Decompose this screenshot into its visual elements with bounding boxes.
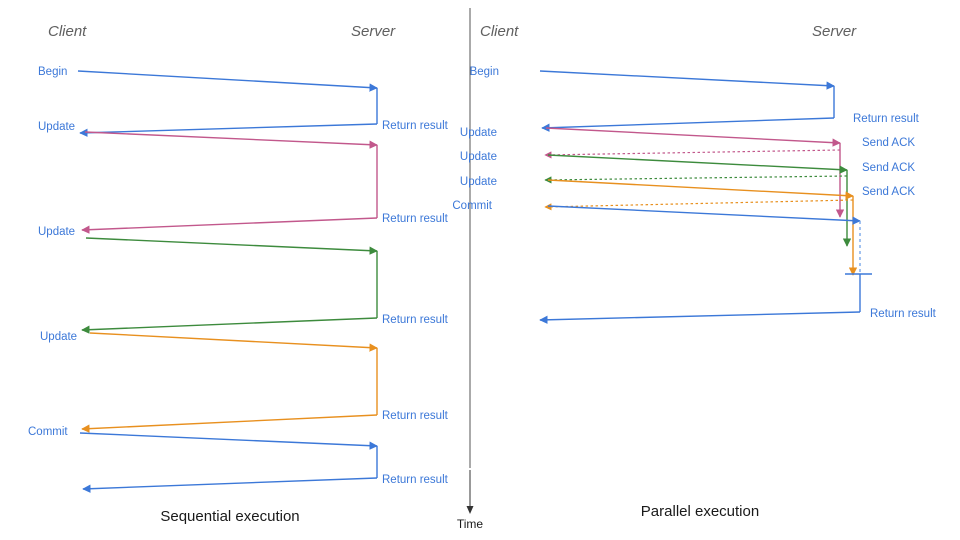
begin-flow [539,70,835,132]
response-arrow [79,123,378,137]
right-client-label-3: Update [460,176,497,188]
request-arrow [545,127,841,147]
commit-flow [539,205,872,325]
right-server-label-4: Return result [870,308,937,320]
request-arrow [547,205,861,225]
response-arrow [82,477,378,493]
left-server-label-0: Return result [382,120,449,132]
right-client-header: Client [480,23,519,40]
ack-arrow [544,199,854,211]
begin-flow [77,70,378,137]
left-client-label-3: Update [40,331,77,343]
left-client-label-2: Update [38,226,75,238]
time-axis: Time [457,470,484,531]
right-client-label-0: Begin [470,66,499,78]
right-flows-group [539,70,872,325]
response-arrow [81,317,378,334]
ack-arrow [544,149,841,159]
left-server-label-1: Return result [382,213,449,225]
left-server-label-3: Return result [382,410,449,422]
commit-flow [79,432,378,493]
right-client-label-2: Update [460,151,497,163]
right-server-label-1: Send ACK [862,137,915,149]
update-2-flow [544,154,852,247]
time-axis-arrowhead [466,506,474,514]
request-arrow [539,70,835,90]
request-arrow [85,237,378,255]
parallel-execution-panel: Client Server BeginUpdateUpdateUpdateCom… [452,23,936,520]
left-client-label-4: Commit [28,426,68,438]
right-panel-caption: Parallel execution [641,503,759,520]
update-3-flow [544,179,858,276]
left-server-header: Server [351,23,396,40]
response-arrow [81,217,378,234]
sequential-execution-panel: Client Server BeginUpdateUpdateUpdateCom… [28,23,449,525]
left-panel-caption: Sequential execution [160,508,299,525]
ack-arrow [544,175,848,184]
update-3-flow [81,332,378,433]
left-client-label-1: Update [38,121,75,133]
left-flows-group [77,70,378,493]
response-arrow [539,311,861,325]
request-arrow [79,432,378,450]
update-1-flow [544,127,845,218]
right-client-label-1: Update [460,127,497,139]
response-arrow [81,414,378,433]
right-server-label-2: Send ACK [862,162,915,174]
response-arrow [541,117,835,132]
left-client-label-0: Begin [38,66,67,78]
update-2-flow [81,237,378,334]
request-arrow [77,70,378,92]
left-client-header: Client [48,23,87,40]
left-server-label-2: Return result [382,314,449,326]
right-server-header: Server [812,23,857,40]
right-client-label-4: Commit [452,200,492,212]
right-server-label-0: Return result [853,113,920,125]
request-arrow [547,154,848,174]
left-server-label-4: Return result [382,474,449,486]
request-arrow [84,131,378,149]
time-axis-label: Time [457,517,484,531]
request-arrow [547,179,854,200]
update-1-flow [81,131,378,234]
request-arrow [89,332,378,352]
right-server-label-3: Send ACK [862,186,915,198]
